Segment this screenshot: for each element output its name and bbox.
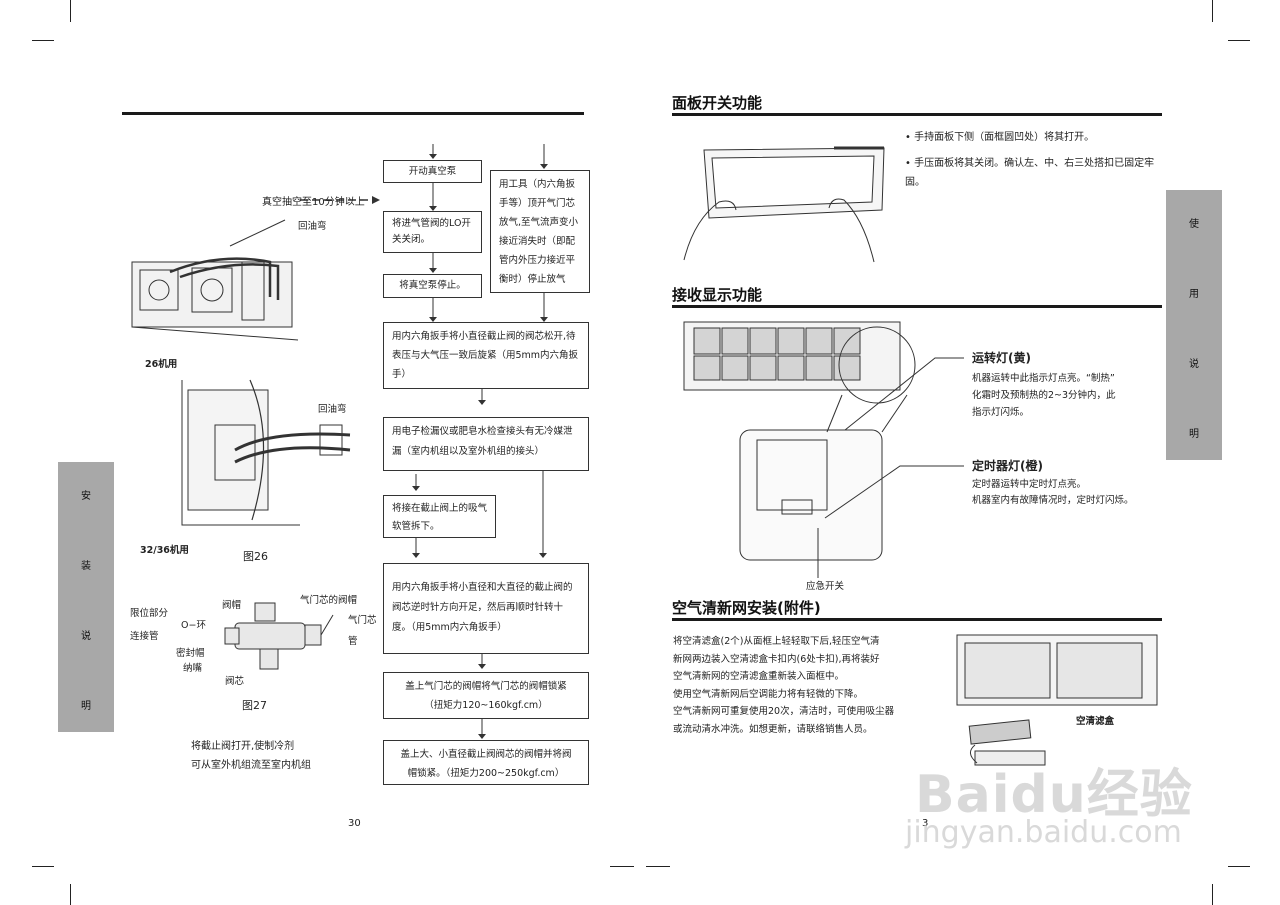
unit-3236-illustration: [181, 379, 351, 526]
vacuum-time-label: 真空抽空至10分钟以上: [262, 197, 365, 208]
display-title-rule: [672, 305, 1162, 308]
usage-side-tab: 使 用 说 明: [1166, 190, 1222, 460]
left-page-number: 30: [348, 818, 361, 829]
step-close-lo-switch: 将进气管阀的LO开关关闭。: [383, 211, 482, 253]
watermark-logo: Baidu经验: [915, 765, 1193, 825]
step-open-valves: 用内六角扳手将小直径和大直径的截止阀的阀芯逆时针方向开足，然后再顺时针转十度。（…: [383, 563, 589, 654]
filter-title-rule: [672, 618, 1162, 621]
note-line-1: 将截止阀打开,使制冷剂: [191, 741, 295, 752]
fig26-caption: 图26: [243, 550, 268, 563]
oil-bend-label-1: 回油弯: [298, 221, 327, 232]
o-ring-label: O−环: [181, 620, 206, 631]
indoor-unit-illustration: [683, 321, 916, 561]
panel-title-rule: [672, 113, 1162, 116]
step-hex-small-valve: 用内六角扳手将小直径截止阀的阀芯松开,待表压与大气压一致后旋紧（用5mm内六角扳…: [383, 322, 589, 389]
right-page-number: 3: [922, 818, 929, 829]
gas-core-label: 气门芯: [348, 615, 377, 626]
seal-cap-label: 密封帽: [176, 648, 205, 659]
step-stop-vacuum: 将真空泵停止。: [383, 274, 482, 298]
timer-light-title: 定时器灯(橙): [972, 459, 1043, 473]
filter-instructions: 将空清滤盒(2个)从面框上轻轻取下后,轻压空气清 新网两边装入空清滤盒卡扣内(6…: [673, 636, 895, 735]
gas-core-cap-label: 气门芯的阀帽: [300, 595, 358, 606]
valve-core-label: 阀芯: [225, 676, 245, 687]
nut-label: 纳嘴: [183, 663, 203, 674]
step-cap-gas-core: 盖上气门芯的阀帽将气门芯的阀帽锁紧（扭矩力120~160kgf.cm）: [383, 672, 589, 719]
unit-26-illustration: [131, 219, 299, 341]
receive-display-title: 接收显示功能: [672, 286, 763, 304]
oil-bend-label-2: 回油弯: [318, 404, 347, 415]
watermark-url: jingyan.baidu.com: [905, 815, 1182, 850]
fig27-caption: 图27: [242, 699, 267, 712]
panel-open-illustration: [683, 146, 885, 263]
timer-light-desc: 定时器运转中定时灯点亮。 机器室内有故障情况时，定时灯闪烁。: [972, 479, 1134, 506]
filter-install-illustration: [956, 634, 1158, 766]
step-remove-hose: 将接在截止阀上的吸气软管拆下。: [383, 495, 496, 538]
model-26-label: 26机用: [145, 359, 178, 370]
install-side-tab: 安 装 说 明: [58, 462, 114, 732]
valve-illustration: [224, 602, 334, 670]
model-3236-label: 32/36机用: [140, 545, 189, 556]
air-filter-title: 空气清新网安装(附件): [672, 599, 821, 617]
panel-switch-title: 面板开关功能: [672, 94, 763, 112]
step-leak-check: 用电子检漏仪或肥皂水检查接头有无冷媒泄漏（室内机组以及室外机组的接头）: [383, 417, 589, 471]
step-cap-valves: 盖上大、小直径截止阀阀芯的阀帽并将阀帽锁紧。（扭矩力200~250kgf.cm）: [383, 740, 589, 785]
panel-bullet-2: • 手压面板将其关闭。确认左、中、右三处搭扣已固定牢固。: [905, 158, 1155, 188]
panel-bullet-1: • 手持面板下侧（面框圆凹处）将其打开。: [905, 132, 1095, 143]
valve-cap-label: 阀帽: [222, 600, 242, 611]
connect-pipe-label: 连接管: [130, 631, 159, 642]
note-line-2: 可从室外机组流至室内机组: [191, 760, 311, 771]
filter-box-label: 空清滤盒: [1076, 716, 1115, 727]
run-light-title: 运转灯(黄): [972, 351, 1031, 365]
step-start-vacuum: 开动真空泵: [383, 160, 482, 183]
step-tool-release: 用工具（内六角扳手等）顶开气门芯放气,至气流声变小接近消失时（即配管内外压力接近…: [490, 170, 590, 293]
left-header-rule: [122, 112, 584, 115]
limit-part-label: 限位部分: [130, 608, 169, 619]
run-light-desc: 机器运转中此指示灯点亮。“制热” 化霜时及预制热的2~3分钟内，此 指示灯闪烁。: [972, 373, 1116, 418]
pipe-label: 管: [348, 636, 358, 647]
emergency-switch-label: 应急开关: [806, 581, 845, 592]
